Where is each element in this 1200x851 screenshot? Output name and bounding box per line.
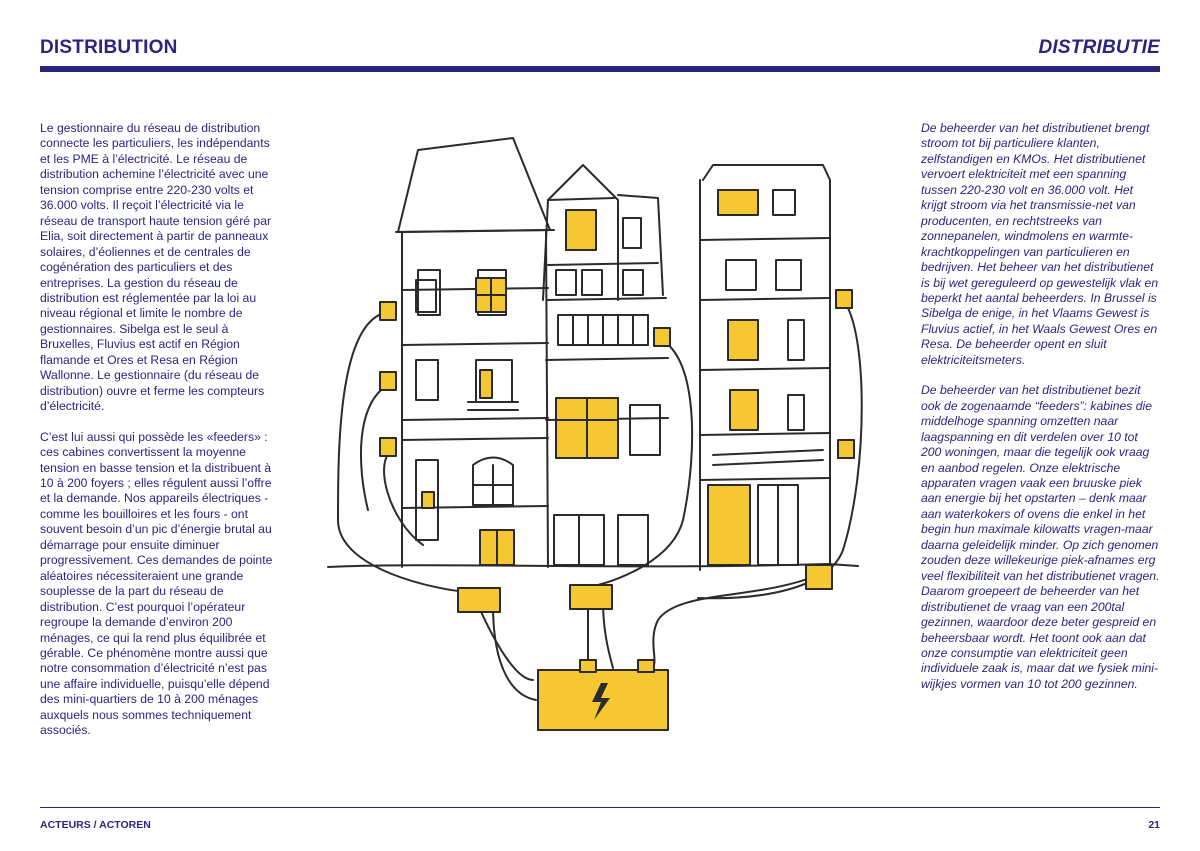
middle-building	[542, 164, 669, 566]
left-building	[395, 137, 555, 568]
page-number: 21	[1148, 819, 1160, 831]
page-title-french: DISTRIBUTION	[40, 37, 178, 58]
header-rule	[40, 66, 1160, 72]
feeder-boxes	[379, 289, 855, 613]
right-building	[699, 164, 831, 571]
dutch-text-column: De beheerder van het distributienet bren…	[921, 121, 1161, 692]
footer-rule	[40, 807, 1160, 808]
french-text-column: Le gestionnaire du réseau de distributio…	[40, 121, 278, 739]
dutch-paragraph-2: De beheerder van het distributienet bezi…	[921, 383, 1160, 691]
footer-section-label: ACTEURS / ACTOREN	[40, 819, 151, 831]
feeder-cabin	[537, 659, 669, 731]
french-paragraph-1: Le gestionnaire du réseau de distributio…	[40, 121, 272, 414]
distribution-illustration	[327, 137, 863, 731]
dutch-paragraph-1: De beheerder van het distributienet bren…	[921, 121, 1159, 367]
lightning-bolt-icon	[592, 683, 610, 720]
french-paragraph-2: C’est lui aussi qui possède les «feeders…	[40, 429, 273, 738]
page-title-dutch: DISTRIBUTIE	[1038, 37, 1160, 58]
